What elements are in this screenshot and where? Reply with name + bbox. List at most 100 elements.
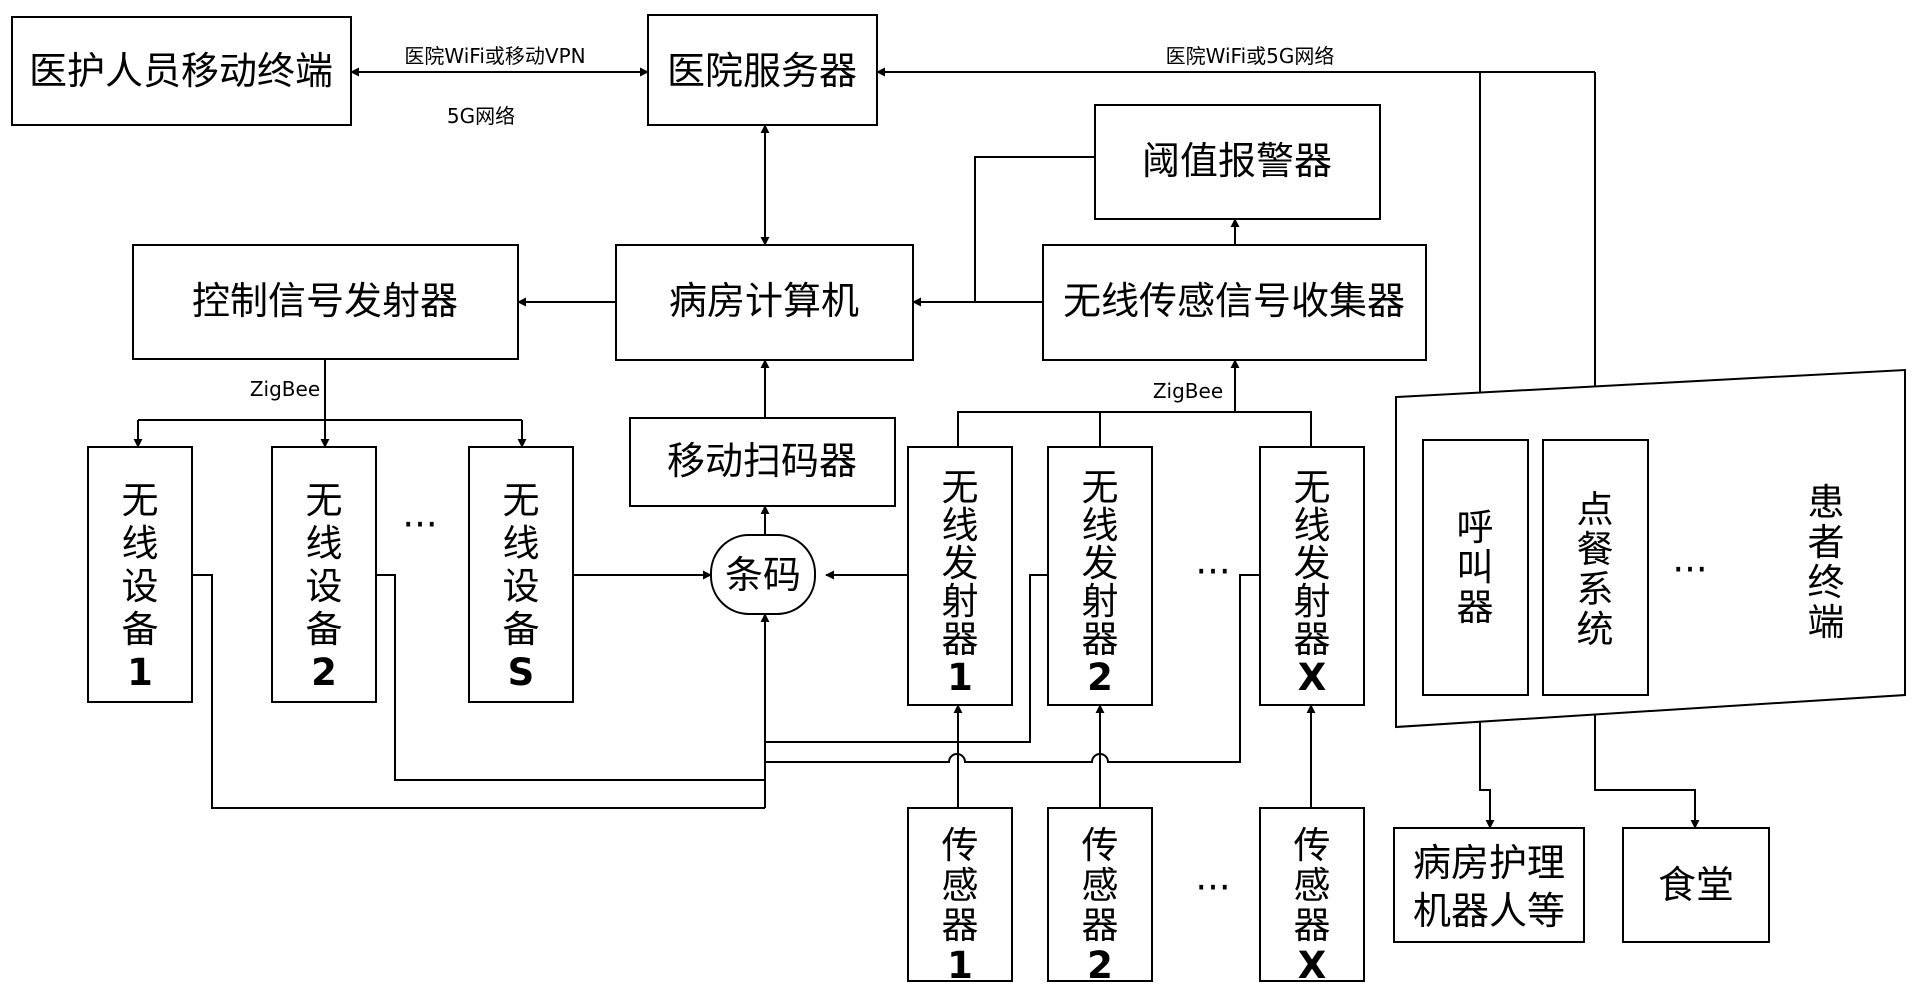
caller-char: 叫 bbox=[1457, 546, 1494, 589]
device-2-char: 无 bbox=[306, 479, 343, 522]
transmitter-1-char: 器 bbox=[942, 618, 979, 661]
sensor-1-char: 传 bbox=[942, 824, 979, 867]
sensor-2-char: 器 bbox=[1082, 904, 1119, 947]
mobile-terminal-box: 医护人员移动终端 bbox=[11, 16, 352, 126]
transmitter-2-char: 发 bbox=[1082, 542, 1119, 585]
caller-char: 器 bbox=[1457, 586, 1494, 629]
sensor-2-char: 传 bbox=[1082, 824, 1119, 867]
ellipsis-transmitters: ··· bbox=[1195, 550, 1230, 593]
device-s-char: S bbox=[508, 651, 535, 694]
link-transmitter-x-feed bbox=[765, 574, 1260, 763]
transmitter-2-char: 线 bbox=[1082, 504, 1119, 547]
device-1-char: 无 bbox=[122, 479, 159, 522]
device-2-char: 线 bbox=[306, 522, 343, 565]
caller-box: 呼叫器 bbox=[1422, 439, 1529, 696]
link-device-1-feed bbox=[188, 574, 765, 809]
transmitter-2-char: 无 bbox=[1082, 466, 1119, 509]
device-2-char: 2 bbox=[311, 651, 337, 694]
ordering-system-char: 点 bbox=[1577, 488, 1614, 531]
link-transmitters-bus bbox=[957, 411, 1312, 447]
patient-terminal-char: 端 bbox=[1808, 601, 1845, 644]
device-s-char: 无 bbox=[503, 479, 540, 522]
transmitter-1-char: 1 bbox=[947, 656, 973, 699]
device-1-char: 线 bbox=[122, 522, 159, 565]
mobile-scanner-label: 移动扫码器 bbox=[667, 439, 857, 483]
sensor-x-char: 传 bbox=[1294, 824, 1331, 867]
device-1-char: 1 bbox=[127, 651, 153, 694]
transmitter-x-char: 无 bbox=[1294, 466, 1331, 509]
device-s-char: 设 bbox=[503, 565, 540, 608]
hospital-server-box: 医院服务器 bbox=[647, 14, 878, 126]
sensor-1-char: 感 bbox=[942, 864, 979, 907]
control-transmitter-label: 控制信号发射器 bbox=[192, 279, 458, 323]
wireless-collector-label: 无线传感信号收集器 bbox=[1063, 279, 1405, 323]
nursing-robot-line-2: 机器人等 bbox=[1413, 889, 1565, 933]
label-5g-network: 5G网络 bbox=[447, 104, 515, 128]
ordering-system-char: 统 bbox=[1577, 608, 1614, 651]
sensor-x-char: 器 bbox=[1294, 904, 1331, 947]
ellipsis-patient: ··· bbox=[1672, 548, 1707, 591]
device-2-char: 设 bbox=[306, 565, 343, 608]
barcode-box: 条码 bbox=[710, 534, 816, 615]
transmitter-2-char: 射 bbox=[1082, 580, 1119, 623]
transmitter-2-char: 器 bbox=[1082, 618, 1119, 661]
patient-terminal-char: 终 bbox=[1808, 561, 1845, 604]
caller-char: 呼 bbox=[1457, 506, 1494, 549]
transmitter-x-char: 器 bbox=[1294, 618, 1331, 661]
nursing-robot-box: 病房护理 机器人等 bbox=[1393, 827, 1585, 943]
transmitter-x-char: 线 bbox=[1294, 504, 1331, 547]
link-transmitter-2-feed bbox=[765, 574, 1048, 743]
patient-terminal-char: 者 bbox=[1808, 521, 1845, 564]
transmitter-1-char: 线 bbox=[942, 504, 979, 547]
transmitter-1-char: 射 bbox=[942, 580, 979, 623]
wireless-collector-box: 无线传感信号收集器 bbox=[1042, 244, 1427, 361]
transmitter-x-char: X bbox=[1298, 656, 1327, 699]
link-device-2-feed bbox=[375, 574, 765, 781]
ellipsis-devices: ··· bbox=[402, 503, 437, 546]
mobile-terminal-label: 医护人员移动终端 bbox=[29, 49, 333, 93]
sensor-x-char: X bbox=[1298, 944, 1327, 987]
threshold-alarm-box: 阈值报警器 bbox=[1094, 104, 1381, 220]
ward-computer-label: 病房计算机 bbox=[669, 279, 859, 323]
hospital-server-label: 医院服务器 bbox=[667, 49, 857, 93]
ward-computer-box: 病房计算机 bbox=[615, 244, 914, 361]
transmitter-x-char: 发 bbox=[1294, 542, 1331, 585]
device-1-char: 设 bbox=[122, 565, 159, 608]
transmitter-1-char: 发 bbox=[942, 542, 979, 585]
ellipsis-sensors: ··· bbox=[1195, 866, 1230, 909]
device-s-char: 线 bbox=[503, 522, 540, 565]
sensor-2-char: 感 bbox=[1082, 864, 1119, 907]
sensor-x-char: 感 bbox=[1294, 864, 1331, 907]
nursing-robot-line-1: 病房护理 bbox=[1413, 841, 1565, 885]
device-1-char: 备 bbox=[122, 608, 159, 651]
canteen-label: 食堂 bbox=[1658, 863, 1734, 907]
ordering-system-char: 餐 bbox=[1577, 528, 1614, 571]
ordering-system-char: 系 bbox=[1577, 568, 1614, 611]
link-caller-robot bbox=[1479, 695, 1495, 829]
label-wifi-vpn: 医院WiFi或移动VPN bbox=[404, 44, 585, 68]
barcode-label: 条码 bbox=[725, 553, 801, 597]
label-wifi-5g: 医院WiFi或5G网络 bbox=[1166, 44, 1335, 68]
label-zigbee-left: ZigBee bbox=[250, 377, 320, 401]
transmitter-1-char: 无 bbox=[942, 466, 979, 509]
control-transmitter-box: 控制信号发射器 bbox=[132, 244, 519, 360]
sensor-2-char: 2 bbox=[1087, 944, 1113, 987]
transmitter-x-char: 射 bbox=[1294, 580, 1331, 623]
canteen-box: 食堂 bbox=[1622, 827, 1770, 943]
threshold-alarm-label: 阈值报警器 bbox=[1142, 139, 1332, 183]
link-ordering-canteen bbox=[1594, 695, 1700, 829]
mobile-scanner-box: 移动扫码器 bbox=[629, 417, 896, 507]
device-s-char: 备 bbox=[503, 608, 540, 651]
link-alarm-computer bbox=[974, 156, 1095, 302]
sensor-1-char: 1 bbox=[947, 944, 973, 987]
